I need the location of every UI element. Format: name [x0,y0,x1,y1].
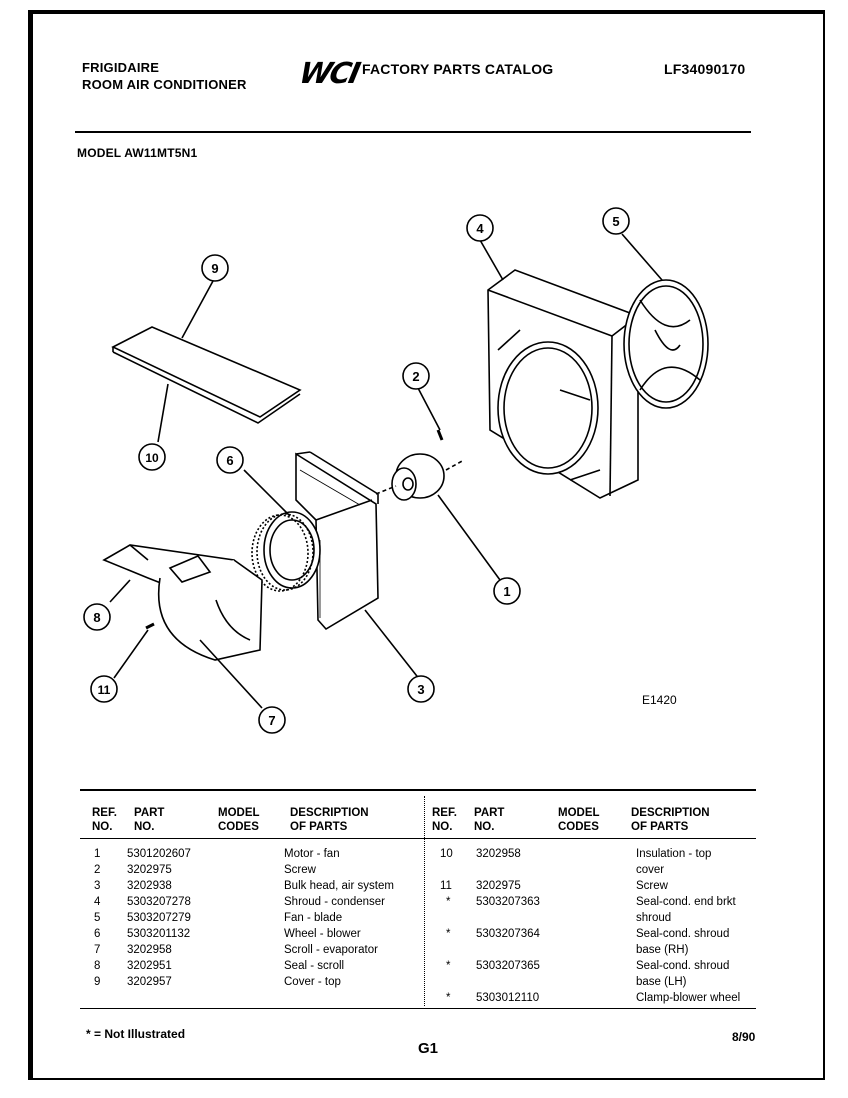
callout-9: 9 [201,254,229,282]
leader-1 [437,494,501,581]
callout-4: 4 [466,214,494,242]
leader-3 [364,609,421,681]
catalog-number: LF34090170 [664,61,746,77]
top-cover-shape [111,326,302,418]
footnote: * = Not Illustrated [86,1027,186,1041]
callout-5: 5 [602,207,630,235]
column-divider [424,796,425,1006]
callout-1: 1 [493,577,521,605]
leader-10 [157,383,169,443]
svg-text:7: 7 [268,713,275,728]
svg-text:4: 4 [476,221,484,236]
page-border [28,10,825,1080]
page-number: G1 [418,1040,439,1057]
callout-3: 3 [407,675,435,703]
catalog-title: FACTORY PARTS CATALOG [362,61,554,77]
svg-text:2: 2 [412,369,419,384]
evaporator-scroll-shape [158,559,263,661]
svg-text:8: 8 [93,610,100,625]
callout-11: 11 [90,675,118,703]
fan-blade-shape [623,279,709,409]
callout-2: 2 [402,362,430,390]
table-top-rule [80,789,756,791]
header-ref-no-right: REF.NO. [432,807,457,833]
leader-11 [113,629,149,679]
leader-2 [417,387,441,431]
header-ref-no: REF.NO. [92,807,117,833]
revision-date: 8/90 [732,1030,756,1044]
header-rule [75,131,751,133]
svg-text:6: 6 [226,453,233,468]
svg-text:10: 10 [145,451,159,465]
leader-5 [621,233,663,281]
blower-wheel-shape [263,511,321,589]
exploded-parts-diagram: 1 2 3 4 5 6 7 8 9 10 11 E1420 [83,207,709,734]
bulkhead-shape [295,452,379,631]
leader-4 [479,239,504,281]
brand-line-1: FRIGIDAIRE [82,60,160,75]
leader-8 [109,579,131,603]
table-bottom-rule [80,1008,756,1009]
svg-text:5: 5 [612,214,619,229]
leader-7 [199,639,263,709]
callout-7: 7 [258,706,286,734]
brand-line-2: ROOM AIR CONDITIONER [82,77,247,92]
svg-text:9: 9 [211,261,218,276]
leader-9 [181,280,214,339]
callout-10: 10 [138,443,166,471]
svg-text:1: 1 [503,584,510,599]
leader-6 [243,469,291,517]
svg-text:11: 11 [98,683,111,697]
svg-text:3: 3 [417,682,424,697]
figure-code: E1420 [642,693,677,707]
callout-8: 8 [83,603,111,631]
model-number: MODEL AW11MT5N1 [77,146,198,160]
callout-6: 6 [216,446,244,474]
header-bottom-rule [80,838,756,839]
